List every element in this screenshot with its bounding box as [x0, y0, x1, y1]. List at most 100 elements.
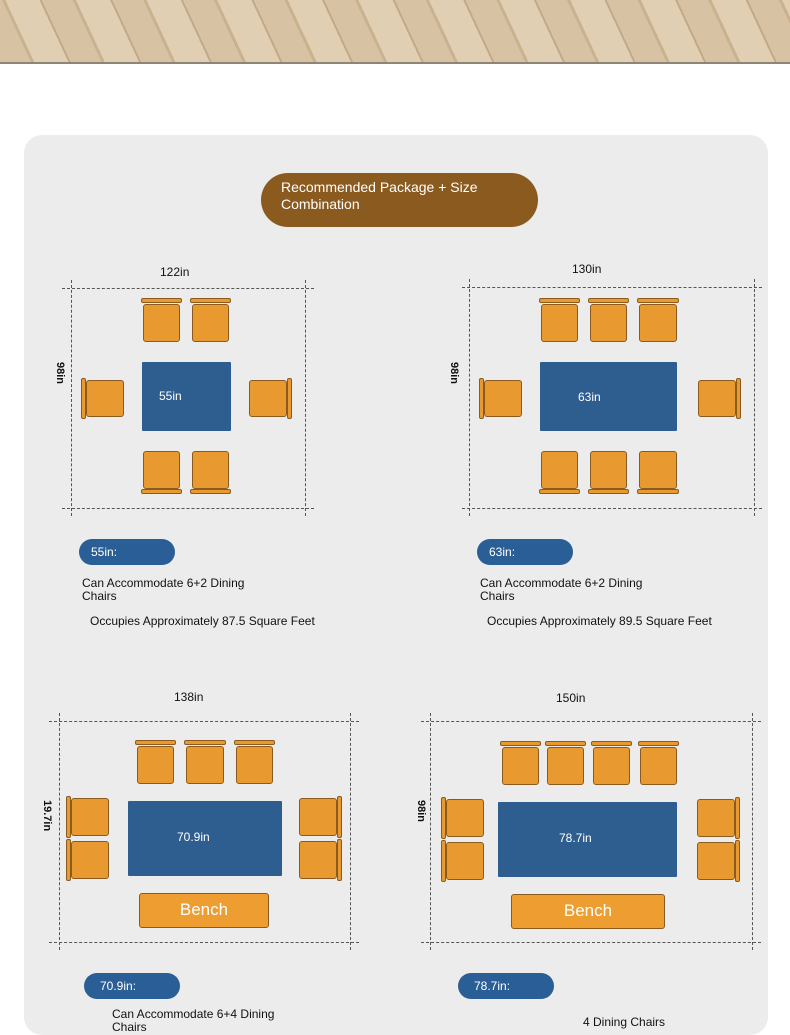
dim-line-right: [754, 279, 755, 516]
dining-chair: [446, 799, 484, 837]
size-tag-label: 63in:: [489, 545, 516, 559]
dim-line-right: [350, 713, 351, 950]
dining-chair: [446, 842, 484, 880]
table-size-label: 78.7in: [559, 831, 592, 845]
dining-chair: [86, 380, 124, 417]
dining-chair: [541, 451, 578, 489]
dining-chair: [249, 380, 287, 417]
size-tag-label: 70.9in:: [100, 979, 137, 993]
dining-table: 70.9in: [128, 801, 282, 876]
width-label: 122in: [160, 265, 190, 279]
dim-line-bottom: [421, 942, 761, 943]
table-size-label: 63in: [578, 390, 601, 404]
chair-back: [539, 489, 580, 494]
chair-back: [287, 378, 292, 419]
size-tag: 78.7in:: [458, 973, 554, 999]
chair-back: [184, 740, 226, 745]
chair-back: [591, 741, 632, 746]
dining-chair: [143, 451, 180, 489]
dining-chair: [137, 746, 174, 784]
table-size-label: 55in: [159, 389, 182, 403]
dining-chair: [547, 747, 584, 785]
dining-chair: [192, 451, 229, 489]
dining-table: 78.7in: [498, 802, 677, 877]
chair-back: [190, 298, 231, 303]
chair-back: [135, 740, 176, 745]
dining-chair: [697, 799, 735, 837]
dining-chair: [502, 747, 539, 785]
chair-back: [441, 797, 446, 839]
dining-chair: [697, 842, 735, 880]
dim-line-left: [71, 280, 72, 516]
chair-back: [500, 741, 541, 746]
dim-line-bottom: [49, 942, 359, 943]
dim-line-top: [462, 287, 762, 288]
dim-line-left: [59, 713, 60, 950]
area-text: Occupies Approximately 87.5 Square Feet: [90, 614, 315, 628]
dim-line-left: [469, 279, 470, 516]
width-label: 130in: [572, 262, 602, 276]
dining-chair: [299, 841, 337, 879]
dining-chair: [71, 798, 109, 836]
dim-line-right: [752, 713, 753, 950]
chair-back: [66, 796, 71, 838]
dining-chair: [299, 798, 337, 836]
chair-back: [588, 298, 629, 303]
dining-chair: [192, 304, 229, 342]
dim-line-right: [305, 280, 306, 516]
dining-chair: [71, 841, 109, 879]
capacity-text: 4 Dining Chairs: [583, 1015, 666, 1029]
dining-chair: [541, 304, 578, 342]
chair-back: [234, 740, 275, 745]
dim-line-top: [62, 288, 314, 289]
dining-chair: [640, 747, 677, 785]
width-label: 150in: [556, 691, 586, 705]
bench: Bench: [511, 894, 665, 929]
size-tag: 55in:: [79, 539, 175, 565]
bench: Bench: [139, 893, 269, 928]
chair-back: [479, 378, 484, 419]
chair-back: [588, 489, 629, 494]
dining-chair: [639, 451, 677, 489]
dining-table: 55in: [142, 362, 231, 431]
dining-chair: [698, 380, 736, 417]
dining-chair: [590, 451, 627, 489]
dining-table: 63in: [540, 362, 677, 431]
depth-label: 98in: [54, 362, 66, 385]
dim-line-top: [421, 721, 761, 722]
dim-line-bottom: [62, 508, 314, 509]
chair-back: [735, 797, 740, 839]
size-tag-label: 78.7in:: [474, 979, 511, 993]
depth-label: 98in: [415, 800, 427, 823]
size-tag: 70.9in:: [84, 973, 180, 999]
chair-back: [66, 839, 71, 881]
dining-chair: [236, 746, 273, 784]
chair-back: [735, 840, 740, 882]
capacity-text: Can Accommodate 6+2 Dining Chairs: [480, 576, 643, 603]
chair-back: [545, 741, 586, 746]
capacity-text: Can Accommodate 6+2 Dining Chairs: [82, 576, 245, 603]
chair-back: [736, 378, 741, 419]
chair-back: [141, 489, 182, 494]
chair-back: [539, 298, 580, 303]
depth-label: 98in: [448, 362, 460, 385]
chair-back: [441, 840, 446, 882]
dining-chair: [186, 746, 224, 784]
table-size-label: 70.9in: [177, 830, 210, 844]
chair-back: [81, 378, 86, 419]
wood-floor-banner: [0, 0, 790, 64]
dining-chair: [593, 747, 630, 785]
dim-line-top: [49, 721, 359, 722]
size-tag-label: 55in:: [91, 545, 118, 559]
width-label: 138in: [174, 690, 204, 704]
chair-back: [637, 298, 679, 303]
dim-line-bottom: [462, 508, 762, 509]
dining-chair: [590, 304, 627, 342]
area-text: Occupies Approximately 89.5 Square Feet: [487, 614, 712, 628]
dining-chair: [639, 304, 677, 342]
chair-back: [337, 796, 342, 838]
dining-chair: [484, 380, 522, 417]
package-card: [24, 135, 768, 1035]
depth-label: 19.7in: [41, 800, 53, 832]
chair-back: [141, 298, 182, 303]
